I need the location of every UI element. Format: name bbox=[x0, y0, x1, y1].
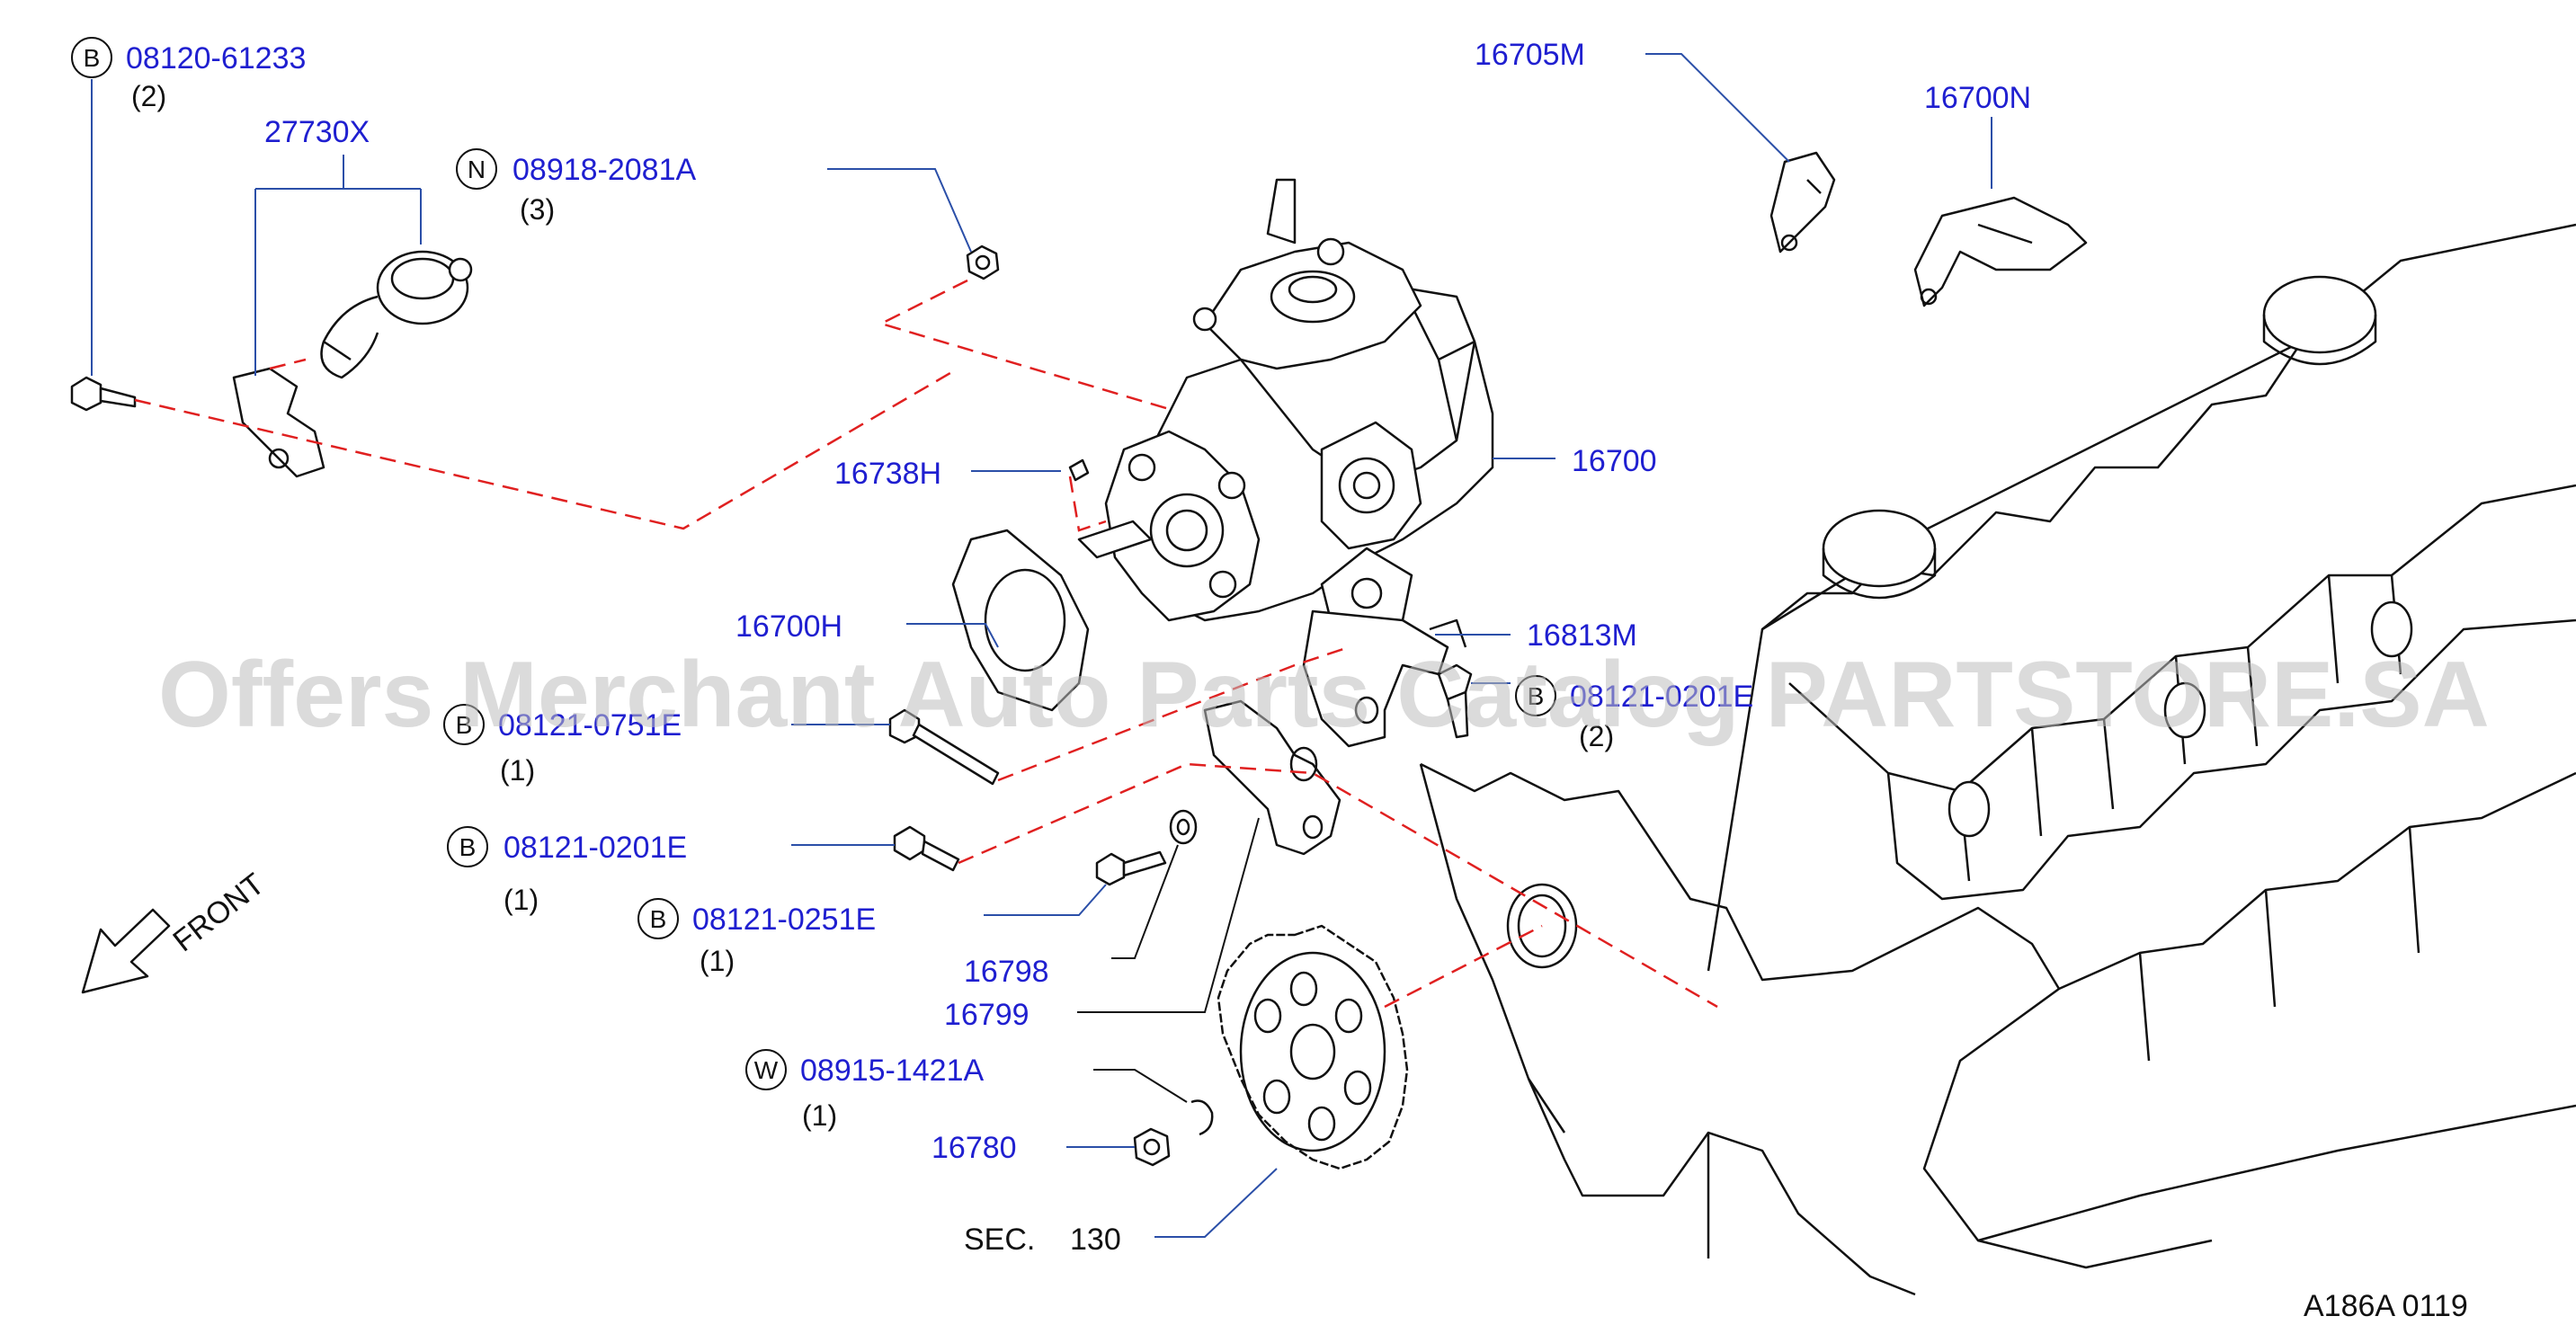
section-number[interactable]: 130 bbox=[1070, 1223, 1121, 1257]
front-label: FRONT bbox=[167, 867, 272, 958]
part-number[interactable]: 16700H bbox=[735, 609, 842, 644]
callout-16738h[interactable]: 16738H bbox=[834, 457, 941, 491]
callout-16700h[interactable]: 16700H bbox=[735, 609, 842, 644]
callout-08120-61233[interactable]: B 08120-61233 (2) bbox=[71, 37, 306, 112]
nut-08918-2081a-drawing bbox=[966, 245, 1000, 280]
badge-letter: W bbox=[754, 1056, 779, 1084]
part-number[interactable]: 16705M bbox=[1475, 38, 1585, 72]
quantity: (2) bbox=[131, 80, 166, 112]
injection-pump-drawing bbox=[1077, 178, 1494, 640]
quantity: (1) bbox=[504, 884, 539, 916]
key-16738h-drawing bbox=[1068, 458, 1090, 482]
gear-drawing bbox=[1217, 924, 1409, 1170]
callout-16705m[interactable]: 16705M bbox=[1475, 38, 1585, 72]
callout-16813m[interactable]: 16813M bbox=[1527, 618, 1637, 653]
quantity: (1) bbox=[802, 1099, 837, 1132]
quantity: (1) bbox=[500, 754, 535, 787]
engine-block-drawing bbox=[1419, 223, 2576, 1296]
washer-16798-drawing bbox=[1169, 809, 1198, 845]
part-number[interactable]: 16700 bbox=[1572, 444, 1657, 478]
callout-16700[interactable]: 16700 bbox=[1572, 444, 1657, 478]
quantity: (3) bbox=[520, 193, 555, 226]
quantity: (1) bbox=[700, 945, 735, 977]
diagram-code: A186A 0119 bbox=[2304, 1289, 2468, 1323]
section-reference[interactable]: SEC. 130 bbox=[964, 1223, 1121, 1257]
watermark: Offers Merchant Auto Parts Catalog PARTS… bbox=[158, 643, 2490, 747]
callout-08121-0201e-pump[interactable]: B 08121-0201E (2) bbox=[1515, 675, 1753, 752]
badge-letter: B bbox=[1528, 682, 1545, 710]
part-number[interactable]: 08121-0201E bbox=[504, 831, 687, 865]
callout-16780[interactable]: 16780 bbox=[931, 1131, 1017, 1165]
bolt-08121-0251e-drawing bbox=[1095, 850, 1167, 886]
callout-16798[interactable]: 16798 bbox=[964, 955, 1049, 989]
part-number[interactable]: 16798 bbox=[964, 955, 1049, 989]
bolt-08121-0751e-drawing bbox=[888, 708, 1000, 786]
washer-08915-1421a-drawing bbox=[1190, 1099, 1214, 1136]
callout-27730x[interactable]: 27730X bbox=[264, 115, 370, 149]
callout-08121-0251e[interactable]: B 08121-0251E (1) bbox=[637, 898, 876, 977]
bracket-16705m-drawing bbox=[1769, 151, 1836, 253]
callout-16700n[interactable]: 16700N bbox=[1924, 81, 2031, 115]
part-number[interactable]: 16813M bbox=[1527, 618, 1637, 653]
gasket-16700h-drawing bbox=[951, 529, 1090, 712]
section-label: SEC. bbox=[964, 1223, 1035, 1257]
bracket-16813m-drawing bbox=[1302, 609, 1467, 748]
part-number[interactable]: 27730X bbox=[264, 115, 370, 149]
part-number[interactable]: 08121-0751E bbox=[498, 708, 682, 743]
part-number[interactable]: 08121-0251E bbox=[692, 903, 876, 937]
assembly-guide-lines bbox=[134, 279, 1718, 1009]
bracket-16799-drawing bbox=[1203, 699, 1341, 856]
actuator-27730x-drawing bbox=[232, 250, 473, 478]
badge-letter: B bbox=[459, 833, 477, 861]
badge-letter: B bbox=[456, 711, 473, 739]
leader-lines bbox=[91, 53, 1992, 1238]
callout-08915-1421a[interactable]: W 08915-1421A (1) bbox=[745, 1049, 985, 1132]
part-number[interactable]: 08121-0201E bbox=[1570, 680, 1753, 714]
callout-08121-0751e[interactable]: B 08121-0751E (1) bbox=[443, 704, 682, 787]
part-number[interactable]: 08918-2081A bbox=[513, 153, 697, 187]
callout-08121-0201e-bracket[interactable]: B 08121-0201E (1) bbox=[447, 826, 687, 916]
part-number[interactable]: 16799 bbox=[944, 998, 1030, 1032]
part-number[interactable]: 08120-61233 bbox=[126, 41, 306, 76]
part-number[interactable]: 16738H bbox=[834, 457, 941, 491]
bolt-08121-0201e-lower-drawing bbox=[893, 825, 960, 872]
quantity: (2) bbox=[1579, 720, 1614, 752]
bracket-16700n-drawing bbox=[1913, 196, 2088, 307]
callout-08918-2081a[interactable]: N 08918-2081A (3) bbox=[456, 148, 697, 226]
front-arrow-icon bbox=[81, 908, 171, 994]
bolt-08121-0201e-top-drawing bbox=[1437, 663, 1473, 739]
nut-16780-drawing bbox=[1133, 1127, 1171, 1167]
badge-letter: N bbox=[468, 156, 486, 183]
badge-letter: B bbox=[650, 905, 667, 933]
badge-letter: B bbox=[84, 44, 101, 72]
part-number[interactable]: 16700N bbox=[1924, 81, 2031, 115]
part-number[interactable]: 08915-1421A bbox=[800, 1054, 985, 1088]
part-number[interactable]: 16780 bbox=[931, 1131, 1017, 1165]
front-indicator: FRONT bbox=[81, 867, 272, 994]
callout-16799[interactable]: 16799 bbox=[944, 998, 1030, 1032]
bolt-08120-61233-drawing bbox=[70, 376, 137, 412]
